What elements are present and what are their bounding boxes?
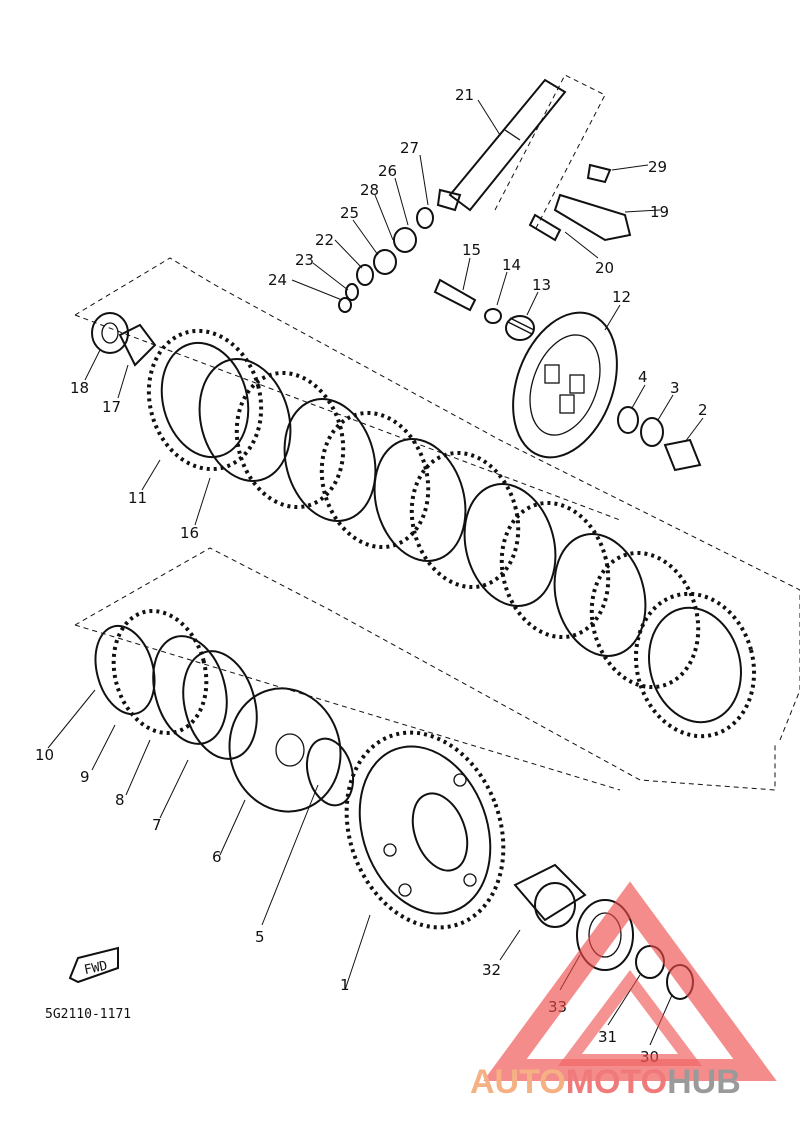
label-12: 12: [612, 288, 631, 306]
label-27: 27: [400, 139, 419, 157]
label-23: 23: [295, 251, 314, 269]
watermark-moto: MOTO: [566, 1063, 667, 1101]
diagram-code: 5G2110-1171: [45, 1007, 131, 1022]
bolt-spring-group: [433, 278, 535, 341]
label-2: 2: [698, 401, 708, 419]
small-parts-chain: [338, 207, 434, 313]
clutch-plate-stack: [146, 328, 757, 739]
label-8: 8: [115, 791, 125, 809]
upper-assembly-boundary: [74, 257, 800, 741]
bearing-and-plate: [91, 312, 157, 367]
label-32: 32: [482, 961, 501, 979]
label-29: 29: [648, 158, 667, 176]
label-20: 20: [595, 259, 614, 277]
label-17: 17: [102, 398, 121, 416]
automotohub-logo: [483, 881, 777, 1081]
label-21: 21: [455, 86, 474, 104]
watermark-hub: HUB: [667, 1063, 741, 1101]
clutch-housing-gear: [344, 730, 506, 930]
watermark-auto: AUTO: [470, 1063, 566, 1101]
push-rod: [436, 78, 567, 212]
label-3: 3: [670, 379, 680, 397]
label-4: 4: [638, 368, 648, 386]
lower-clutch-group: [94, 608, 355, 813]
label-25: 25: [340, 204, 359, 222]
fwd-arrow: FWD: [68, 946, 119, 984]
label-19: 19: [650, 203, 669, 221]
label-7: 7: [152, 816, 162, 834]
label-1: 1: [340, 976, 350, 994]
label-24: 24: [268, 271, 287, 289]
label-28: 28: [360, 181, 379, 199]
logo-inner-triangle: [558, 970, 702, 1066]
label-26: 26: [378, 162, 397, 180]
nut-washer-shaft: [617, 406, 702, 472]
label-11: 11: [128, 489, 147, 507]
pressure-plate: [512, 311, 618, 459]
label-6: 6: [212, 848, 222, 866]
lower-assembly-boundary: [74, 547, 776, 791]
label-13: 13: [532, 276, 551, 294]
label-14: 14: [502, 256, 521, 274]
watermark-text: AUTOMOTOHUB: [470, 1063, 741, 1101]
fwd-tag-label: FWD: [83, 959, 109, 979]
logo-triangle: [483, 881, 777, 1081]
release-lever: [528, 163, 632, 242]
label-15: 15: [462, 241, 481, 259]
label-5: 5: [255, 928, 265, 946]
label-18: 18: [70, 379, 89, 397]
label-10: 10: [35, 746, 54, 764]
label-9: 9: [80, 768, 90, 786]
label-22: 22: [315, 231, 334, 249]
label-31: 31: [598, 1028, 617, 1046]
shaft-assembly-boundary: [494, 74, 606, 231]
label-16: 16: [180, 524, 199, 542]
